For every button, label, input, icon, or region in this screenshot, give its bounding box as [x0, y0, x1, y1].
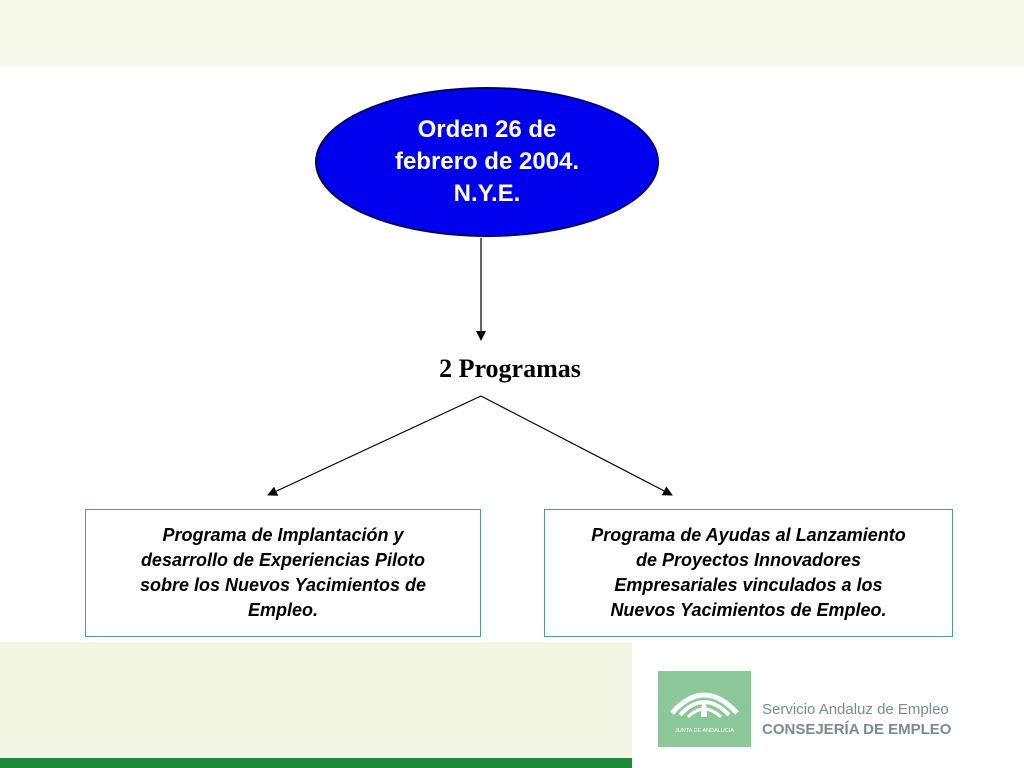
arrow-middle-to-left	[267, 395, 482, 496]
brand-text: Servicio Andaluz de Empleo CONSEJERÍA DE…	[762, 700, 951, 740]
brand-ministry-name: CONSEJERÍA DE EMPLEO	[762, 721, 952, 738]
root-node-label: Orden 26 de febrero de 2004. N.Y.E.	[394, 116, 580, 207]
program-box-right: Programa de Ayudas al Lanzamiento de Pro…	[544, 509, 953, 637]
brand-service-name: Servicio Andaluz de Empleo	[762, 701, 949, 718]
footer-band	[0, 642, 632, 760]
header-band	[0, 0, 1024, 66]
arch-emblem-icon: JUNTA DE ANDALUCIA	[670, 692, 739, 734]
arrow-middle-to-right	[480, 395, 673, 496]
root-node-oval: Orden 26 de febrero de 2004. N.Y.E.	[315, 87, 659, 237]
logo-caption: JUNTA DE ANDALUCIA	[675, 728, 734, 734]
footer-green-bar	[0, 758, 632, 768]
junta-logo: JUNTA DE ANDALUCIA	[658, 671, 751, 747]
program-left-text: Programa de Implantación y desarrollo de…	[139, 525, 427, 620]
program-right-text: Programa de Ayudas al Lanzamiento de Pro…	[591, 525, 906, 620]
middle-node-label: 2 Programas	[439, 354, 581, 383]
program-box-left: Programa de Implantación y desarrollo de…	[85, 509, 481, 637]
